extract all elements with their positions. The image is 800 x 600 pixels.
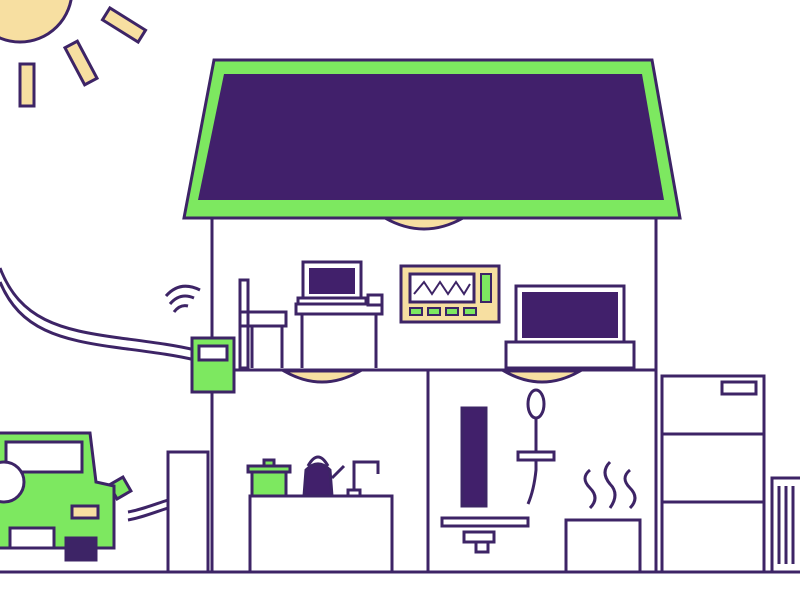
pot-icon — [246, 458, 292, 498]
ceiling-light-icon — [278, 216, 586, 384]
charging-cable-icon — [127, 498, 169, 514]
faucet-icon — [346, 460, 380, 498]
charging-station — [166, 450, 210, 574]
kettle-icon — [302, 455, 346, 498]
ev-car-icon — [0, 431, 116, 562]
hems-monitor-icon — [399, 264, 501, 324]
smart-meter-icon — [190, 336, 236, 394]
shower-icon — [440, 388, 556, 554]
solar-panel-icon — [182, 58, 682, 220]
power-line — [0, 267, 196, 352]
laptop-icon — [296, 260, 368, 306]
bathtub-icon — [564, 460, 642, 574]
kitchen-sink-icon — [248, 494, 394, 574]
air-conditioner-icon — [770, 476, 800, 574]
sun-icon — [0, 0, 148, 108]
refrigerator-icon — [660, 374, 766, 574]
television-icon — [504, 284, 636, 370]
wifi-icon — [164, 284, 201, 313]
chair-icon — [238, 278, 288, 370]
